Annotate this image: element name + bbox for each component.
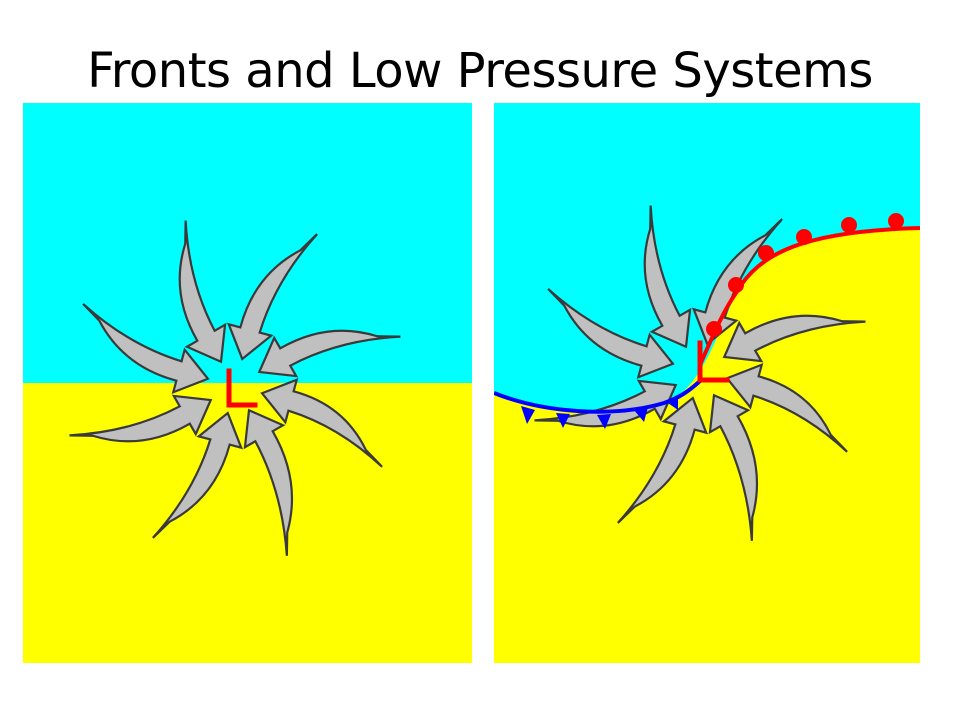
cold-front-triangle [634,407,648,422]
diagram-panel-with-fronts [494,103,920,663]
warm-front-bump [796,229,812,245]
inflow-arrow [722,314,866,363]
warm-front-bump [841,217,857,233]
warm-front-bump [728,277,744,293]
warm-air-region [494,228,920,663]
inflow-arrow [643,205,692,349]
inflow-arrow [260,377,383,468]
inflow-arrow-shape [69,394,213,443]
low-pressure-symbol [226,368,258,408]
inflow-arrow-shape [257,329,401,378]
inflow-arrow-shape [725,362,848,453]
inflow-arrow-shape [722,314,866,363]
inflow-arrow-shape [178,220,227,364]
inflow-arrow-shape [243,408,294,556]
inflow-arrows [69,220,401,556]
cold-front-triangle [597,414,611,429]
warm-front-bump [706,321,722,337]
inflow-arrow [226,233,318,361]
inflow-arrow [725,362,848,453]
inflow-arrow-shape [260,377,383,468]
inflow-arrow [243,408,294,556]
cold-front-triangle [556,413,570,428]
inflow-arrow [69,394,213,443]
low-pressure-fronts-diagram [494,103,920,663]
inflow-arrow-shape [643,205,692,349]
cold-front-triangle [521,406,535,424]
inflow-arrow-shape [617,396,709,524]
inflow-arrow-shape [226,233,318,361]
inflow-arrow [178,220,227,364]
inflow-arrow [152,411,244,539]
cold-front-triangles [521,395,678,429]
warm-front-bump [888,213,904,229]
cold-front-triangle [665,395,678,410]
inflow-arrow-shape [708,393,759,541]
cold-front-line [494,379,702,414]
low-pressure-symbol [697,340,730,383]
inflow-arrow-shape [547,288,675,380]
low-pressure-diagram [23,103,472,663]
inflow-arrow [617,396,709,524]
warm-front-bumps [706,213,904,337]
inflow-arrow [547,288,675,380]
diagram-panel-no-fronts [23,103,472,663]
inflow-arrow [82,303,210,395]
inflow-arrow [708,393,759,541]
warm-front-bump [758,245,774,261]
inflow-arrow-shape [82,303,210,395]
inflow-arrow-shape [152,411,244,539]
inflow-arrow [257,329,401,378]
slide-title: Fronts and Low Pressure Systems [87,43,873,99]
